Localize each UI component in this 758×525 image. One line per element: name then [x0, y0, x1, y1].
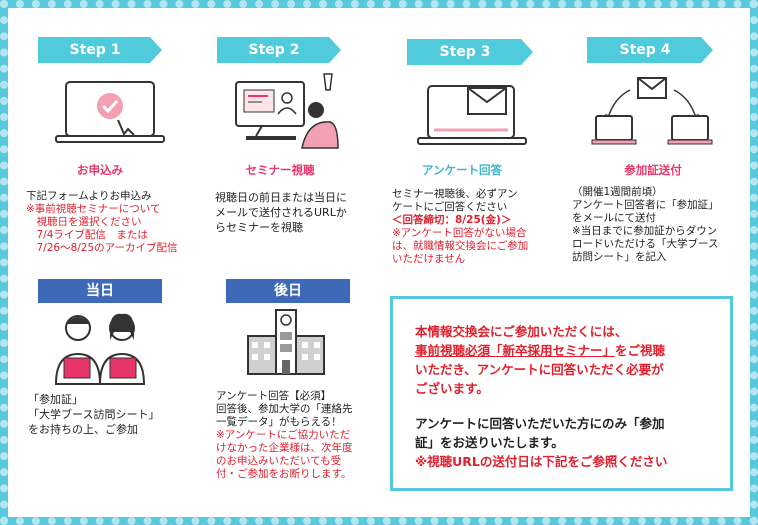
after-line: けなかった企業様は、次年度 [216, 442, 353, 454]
university-building-icon [247, 309, 325, 375]
step-4-line: ロードいただける「大学ブース [572, 238, 719, 250]
day-of-line: 「参加証」 [28, 393, 83, 406]
notice-line-3: いただき、アンケートに回答いただく必要が [415, 362, 664, 377]
notice-box: 本情報交換会にご参加いただくには、 事前視聴必須「新卒採用セミナー」をご視聴 い… [390, 296, 733, 491]
step-1-line: 7/26～8/25のアーカイブ配信 [26, 242, 178, 254]
step-2-description: 視聴日の前日または当日に メールで送付されるURLか らセミナーを視聴 [215, 190, 347, 235]
step-2-title: セミナー視聴 [245, 163, 315, 177]
after-line: アンケート回答【必須】 [216, 390, 332, 402]
notice-line-5: アンケートに回答いただいた方にのみ「参加 [415, 416, 665, 431]
step-2-line: 視聴日の前日または当日に [215, 191, 347, 204]
step-1-description: 下記フォームよりお申込み ※事前視聴セミナーについて 視聴日を選択ください 7/… [26, 190, 178, 255]
two-people-with-documents-icon [54, 313, 146, 385]
step-1-title: お申込み [77, 163, 123, 177]
step-2-line: らセミナーを視聴 [215, 221, 303, 234]
step-4-title: 参加証送付 [624, 163, 682, 177]
notice-line-2-tail: をご視聴 [615, 343, 666, 358]
after-line: のお申込みいただいても受 [216, 455, 342, 467]
step-2-line: メールで送付されるURLか [215, 206, 347, 219]
notice-line-7: ※視聴URLの送付日は下記をご参照ください [415, 454, 668, 469]
step-1-line: 7/4ライブ配信 または [26, 229, 148, 241]
day-of-banner: 当日 [38, 279, 162, 303]
step-banner-arrow-shape [38, 37, 162, 63]
notice-line-1: 本情報交換会にご参加いただくには、 [415, 324, 628, 339]
step-2-banner: Step 2 [217, 37, 341, 63]
step-4-line: アンケート回答者に「参加証」 [572, 199, 719, 211]
step-1-banner: Step 1 [38, 37, 162, 63]
step-3-line: ケートにご回答ください [392, 201, 508, 213]
step-4-banner: Step 4 [587, 37, 713, 63]
step-4-line: ※当日までに参加証からダウン [572, 225, 718, 237]
mail-between-laptops-icon [591, 77, 713, 145]
after-description: アンケート回答【必須】 回答後、参加大学の「連絡先 一覧データ」がもらえる！ ※… [216, 390, 353, 481]
laptop-checkmark-icon [55, 81, 165, 143]
step-4-description: （開催1週間前頃） アンケート回答者に「参加証」 をメールにて送付 ※当日までに… [572, 186, 719, 264]
step-3-description: セミナー視聴後、必ずアン ケートにご回答ください ＜回答締切：8/25(金)＞ … [392, 188, 528, 266]
step-4-line: をメールにて送付 [572, 212, 656, 224]
after-line: 一覧データ」がもらえる！ [216, 416, 342, 428]
step-banner-arrow-shape [407, 39, 533, 65]
step-3-banner: Step 3 [407, 39, 533, 65]
notice-line-6: 証」をお送りいたします。 [415, 435, 564, 450]
laptop-mail-icon [417, 85, 527, 145]
after-line: ※アンケートにご協力いただ [216, 429, 351, 441]
step-1-label: Step 1 [69, 42, 121, 58]
after-banner: 後日 [226, 279, 350, 303]
step-4-line: 訪問シート」を記入 [572, 251, 667, 263]
notice-seminar-name: 「新卒採用セミナー」 [490, 343, 616, 358]
step-3-label: Step 3 [439, 44, 491, 60]
step-4-line: （開催1週間前頃） [572, 186, 663, 198]
step-2-label: Step 2 [248, 42, 300, 58]
day-of-line: をお持ちの上、ご参加 [28, 423, 138, 436]
step-3-line: は、就職情報交換会にご参加 [392, 240, 529, 252]
step-3-line: セミナー視聴後、必ずアン [392, 188, 518, 200]
day-of-description: 「参加証」 「大学ブース訪問シート」 をお持ちの上、ご参加 [28, 392, 159, 437]
after-line: 付・ご参加をお断りします。 [216, 468, 352, 480]
day-of-line: 「大学ブース訪問シート」 [28, 408, 160, 421]
step-3-title: アンケート回答 [421, 163, 503, 177]
step-4-label: Step 4 [619, 42, 671, 58]
step-banner-arrow-shape [217, 37, 341, 63]
step-1-line: 視聴日を選択ください [26, 216, 142, 228]
notice-line-4: ございます。 [415, 381, 489, 396]
after-line: 回答後、参加大学の「連絡先 [216, 403, 353, 415]
step-3-line: いただけません [392, 253, 466, 265]
step-banner-arrow-shape [587, 37, 713, 63]
notice-line-2: 事前視聴必須「新卒採用セミナー」をご視聴 [415, 340, 665, 359]
step-3-deadline: ＜回答締切：8/25(金)＞ [392, 214, 512, 226]
step-1-line: 下記フォームよりお申込み [26, 190, 152, 202]
seminar-viewing-icon [235, 73, 339, 149]
step-3-line: ※アンケート回答がない場合 [392, 227, 527, 239]
step-1-line: ※事前視聴セミナーについて [26, 203, 161, 215]
notice-required-text: 事前視聴必須 [415, 343, 491, 358]
